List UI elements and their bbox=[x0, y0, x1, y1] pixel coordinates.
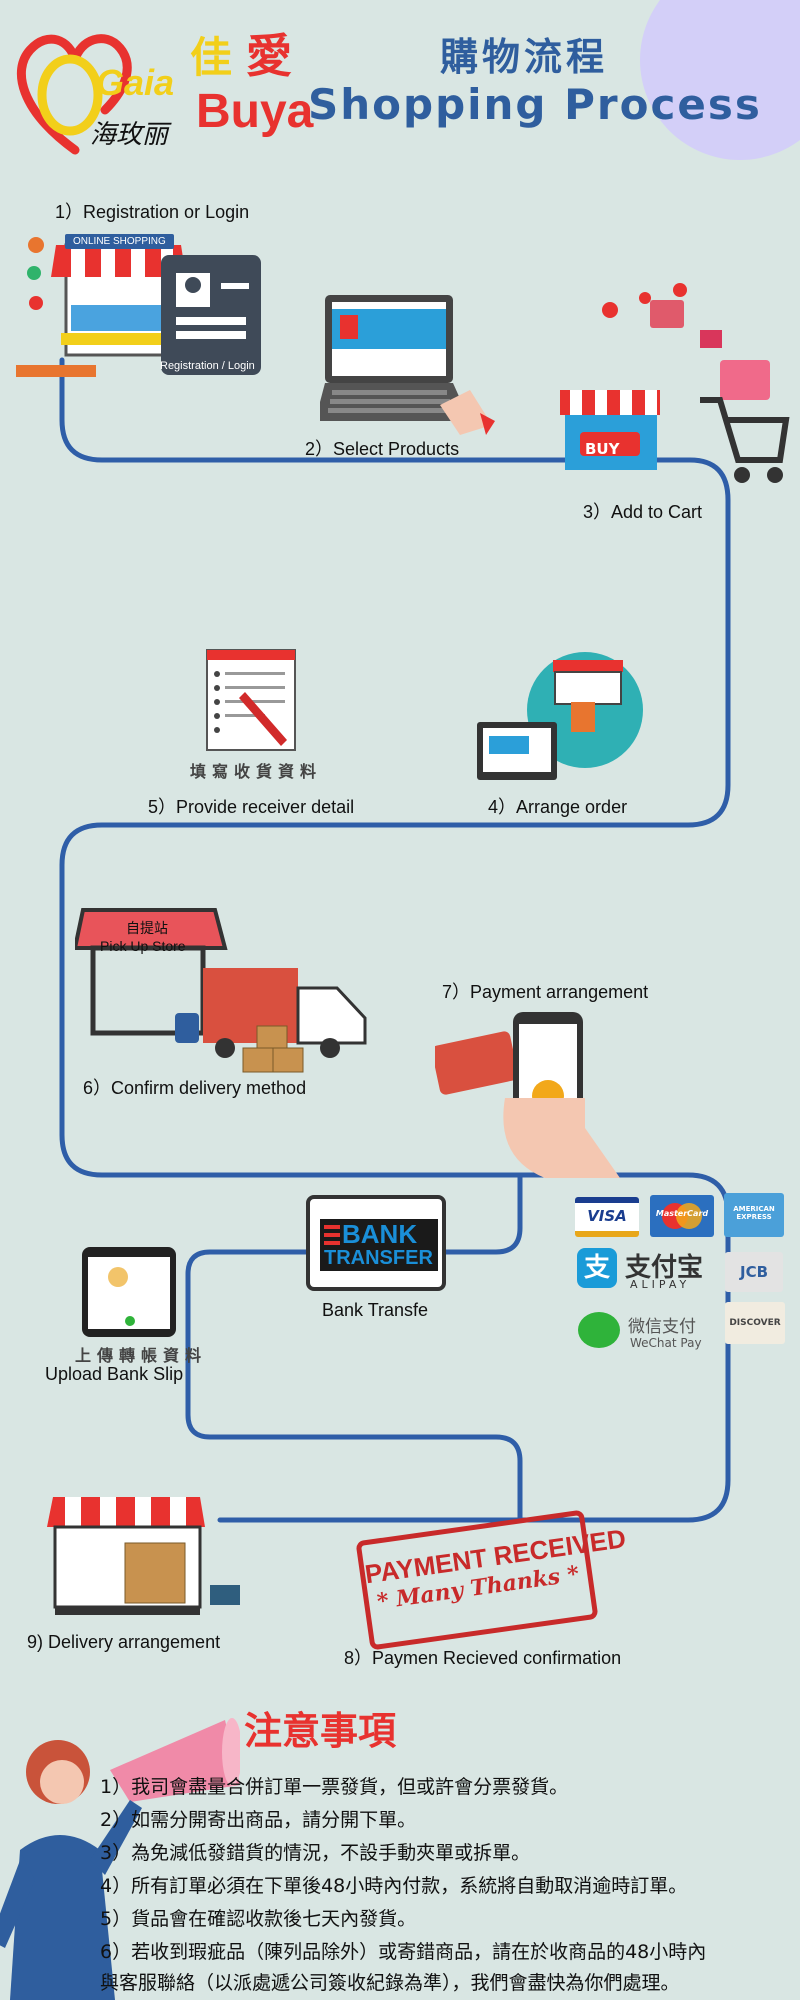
arrange-order-icon bbox=[477, 652, 643, 780]
note-item-1: 1）我司會盡量合併訂單一票發貨，但或許會分票發貨。 bbox=[100, 1776, 569, 1798]
step-4-label: 4）Arrange order bbox=[488, 797, 628, 817]
note-item-2: 2）如需分開寄出商品，請分開下單。 bbox=[100, 1809, 417, 1831]
mobile-payment-icon bbox=[435, 1012, 620, 1178]
delivery-store-icon bbox=[47, 1497, 240, 1615]
step-5-label: 5）Provide receiver detail bbox=[148, 797, 355, 817]
note-item-3: 3）為免減低發錯貨的情況，不設手動夾單或拆單。 bbox=[100, 1842, 531, 1864]
shop-login-icon bbox=[16, 237, 261, 377]
upload-slip-label: Upload Bank Slip bbox=[45, 1364, 184, 1384]
step-1-label: 1）Registration or Login bbox=[55, 202, 250, 222]
alipay-en-text: ALIPAY bbox=[630, 1278, 691, 1291]
bank-transfer-logo: BANK TRANSFER bbox=[306, 1195, 446, 1291]
note-item-6: 6）若收到瑕疵品（陳列品除外）或寄錯商品，請在於收商品的48小時內 bbox=[100, 1941, 707, 1963]
brand-logo bbox=[10, 10, 310, 160]
bank-logo-line2: TRANSFER bbox=[324, 1247, 433, 1269]
wechat-en-text: WeChat Pay bbox=[630, 1336, 702, 1350]
visa-card-icon: VISA bbox=[575, 1197, 639, 1237]
online-shopping-badge: ONLINE SHOPPING bbox=[65, 234, 174, 249]
woman-megaphone-icon bbox=[0, 1718, 240, 2000]
alipay-logo-icon: 支 bbox=[577, 1248, 617, 1288]
logo-ai-text: 愛 bbox=[246, 29, 292, 83]
note-item-4: 4）所有訂單必須在下單後48小時內付款，系統將自動取消逾時訂單。 bbox=[100, 1875, 688, 1897]
jcb-card-icon: JCB bbox=[725, 1252, 783, 1292]
alipay-cn-text: 支付宝 bbox=[625, 1253, 704, 1283]
mastercard-icon: MasterCard bbox=[650, 1195, 714, 1237]
logo-gaia-text: Gaia bbox=[96, 62, 175, 103]
upload-slip-caption: 上傳轉帳資料 bbox=[75, 1346, 208, 1365]
note-item-5: 5）貨品會在確認收款後七天內發貨。 bbox=[100, 1908, 417, 1930]
logo-buya-text: Buya bbox=[196, 85, 314, 138]
logo-jia-text: 佳 bbox=[190, 33, 233, 82]
step-9-label: 9) Delivery arrangement bbox=[27, 1632, 221, 1652]
page-title-en: Shopping Process bbox=[308, 80, 762, 129]
step-7-label: 7）Payment arrangement bbox=[442, 982, 649, 1002]
bank-transfer-label: Bank Transfe bbox=[322, 1300, 429, 1320]
registration-card-label: Registration / Login bbox=[160, 360, 255, 372]
page-title-cn: 購物流程 bbox=[440, 34, 609, 79]
add-to-cart-icon bbox=[560, 283, 790, 483]
receiver-form-icon bbox=[206, 649, 296, 751]
visa-text: VISA bbox=[587, 1207, 627, 1225]
buy-button-text: BUY bbox=[585, 440, 620, 458]
receiver-detail-caption: 填寫收貨資料 bbox=[190, 762, 323, 781]
step-2-label: 2）Select Products bbox=[305, 439, 460, 459]
note-item-6-cont: 與客服聯絡（以派處遞公司簽收紀錄為準），我們會盡快為你們處理。 bbox=[100, 1972, 680, 1994]
laptop-icon bbox=[320, 295, 495, 435]
wechat-cn-text: 微信支付 bbox=[628, 1317, 696, 1337]
pickup-sign-en: Pick Up Store bbox=[100, 938, 186, 954]
discover-card-icon: DISCOVER bbox=[725, 1302, 785, 1344]
notes-title: 注意事項 bbox=[244, 1709, 397, 1753]
logo-script-text: 海玫丽 bbox=[90, 120, 169, 150]
phone-upload-icon bbox=[82, 1247, 176, 1337]
step-8-label: 8）Paymen Recieved confirmation bbox=[344, 1648, 622, 1668]
heart-logo-icon bbox=[16, 34, 132, 155]
delivery-method-icon bbox=[75, 908, 367, 1073]
step-6-label: 6）Confirm delivery method bbox=[83, 1078, 307, 1098]
step-3-label: 3）Add to Cart bbox=[583, 502, 703, 522]
amex-card-icon: AMERICAN EXPRESS bbox=[724, 1193, 784, 1237]
bank-logo-line1: BANK bbox=[342, 1219, 418, 1249]
wechat-logo-icon bbox=[578, 1312, 620, 1348]
pickup-sign-cn: 自提站 bbox=[126, 921, 168, 937]
